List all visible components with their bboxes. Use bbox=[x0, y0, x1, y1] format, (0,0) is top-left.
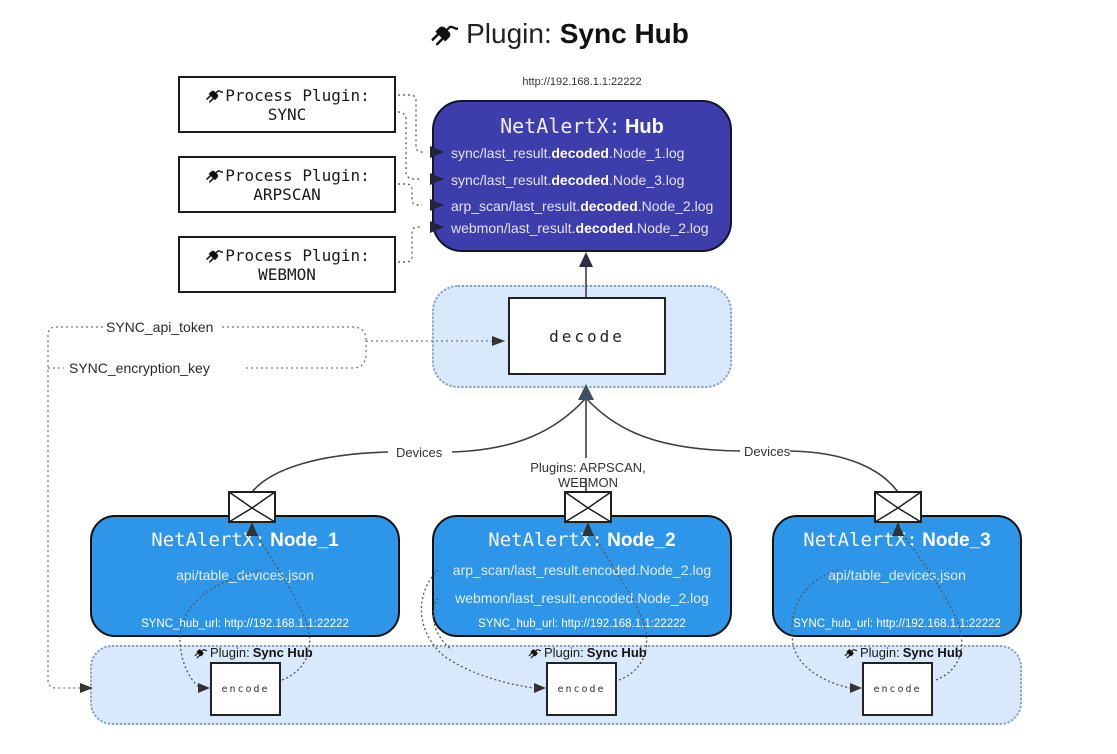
plug-icon bbox=[843, 645, 857, 660]
plug-icon bbox=[527, 645, 541, 660]
decode-box: decode bbox=[508, 297, 666, 375]
node-file-line: arp_scan/last_result.encoded.Node_2.log bbox=[452, 562, 712, 578]
title-prefix: Plugin: bbox=[466, 18, 552, 49]
hub-title-prefix: NetAlertX: bbox=[500, 114, 621, 138]
hub-log-line: arp_scan/last_result.decoded.Node_2.log bbox=[451, 198, 714, 214]
node-hub-url: SYNC_hub_url: http://192.168.1.1:22222 bbox=[141, 618, 349, 630]
node-file-line: webmon/last_result.encoded.Node_2.log bbox=[455, 590, 709, 606]
hub-log-line: sync/last_result.decoded.Node_3.log bbox=[451, 172, 685, 188]
hub-url: http://192.168.1.1:22222 bbox=[522, 76, 642, 88]
process-plugin-arpscan-box: Process Plugin: ARPSCAN bbox=[178, 156, 396, 213]
process-plugin-webmon-box: Process Plugin: WEBMON bbox=[178, 236, 396, 293]
plug-icon bbox=[204, 245, 224, 265]
process-plugin-name: WEBMON bbox=[258, 264, 316, 284]
sync-api-token-label: SYNC_api_token bbox=[103, 319, 217, 335]
plug-icon bbox=[204, 85, 224, 105]
process-plugin-label: Process Plugin: bbox=[225, 85, 370, 105]
encode-box: encode bbox=[546, 662, 617, 716]
plug-icon bbox=[193, 645, 207, 660]
encode-box: encode bbox=[862, 662, 933, 716]
node-hub-url: SYNC_hub_url: http://192.168.1.1:22222 bbox=[793, 618, 1001, 630]
devices-label-left: Devices bbox=[394, 445, 445, 460]
process-plugin-sync-box: Process Plugin: SYNC bbox=[178, 76, 396, 133]
page-title: Plugin: Sync Hub bbox=[0, 18, 1117, 50]
sync-encryption-key-label: SYNC_encryption_key bbox=[66, 360, 213, 376]
process-plugin-connectors bbox=[397, 94, 424, 263]
hub-title: NetAlertX: Hub bbox=[434, 114, 730, 139]
process-plugin-label: Process Plugin: bbox=[225, 165, 370, 185]
hub-box: NetAlertX: Hub sync/last_result.decoded.… bbox=[432, 100, 732, 252]
arrow-to-hub bbox=[579, 252, 593, 267]
devices-label-right: Devices bbox=[742, 444, 793, 459]
node-2-box: NetAlertX: Node_2 arp_scan/last_result.e… bbox=[432, 515, 732, 637]
process-plugin-name: SYNC bbox=[267, 104, 307, 124]
encoder-plugin-label: Plugin:Sync Hub bbox=[843, 644, 963, 661]
title-name: Sync Hub bbox=[559, 18, 689, 49]
encoder-plugin-label: Plugin:Sync Hub bbox=[193, 644, 313, 661]
node-3-box: NetAlertX: Node_3 api/table_devices.json… bbox=[772, 515, 1022, 637]
encode-box: encode bbox=[210, 662, 281, 716]
node-title: NetAlertX: Node_1 bbox=[151, 529, 339, 551]
plug-icon bbox=[428, 19, 459, 49]
plug-icon bbox=[204, 165, 224, 185]
node-title: NetAlertX: Node_2 bbox=[488, 529, 676, 551]
hub-title-name: Hub bbox=[624, 116, 664, 138]
node-file-line: api/table_devices.json bbox=[176, 567, 314, 583]
hub-log-line: sync/last_result.decoded.Node_1.log bbox=[451, 145, 685, 161]
plugins-label: Plugins: ARPSCAN, WEBMON bbox=[505, 460, 671, 490]
node-title: NetAlertX: Node_3 bbox=[803, 529, 991, 551]
process-plugin-name: ARPSCAN bbox=[253, 184, 321, 204]
node-file-line: api/table_devices.json bbox=[828, 567, 966, 583]
hub-log-line: webmon/last_result.decoded.Node_2.log bbox=[451, 220, 709, 236]
node-hub-url: SYNC_hub_url: http://192.168.1.1:22222 bbox=[478, 618, 686, 630]
node-1-box: NetAlertX: Node_1 api/table_devices.json… bbox=[90, 515, 400, 637]
process-plugin-label: Process Plugin: bbox=[225, 245, 370, 265]
encoder-plugin-label: Plugin:Sync Hub bbox=[527, 644, 647, 661]
